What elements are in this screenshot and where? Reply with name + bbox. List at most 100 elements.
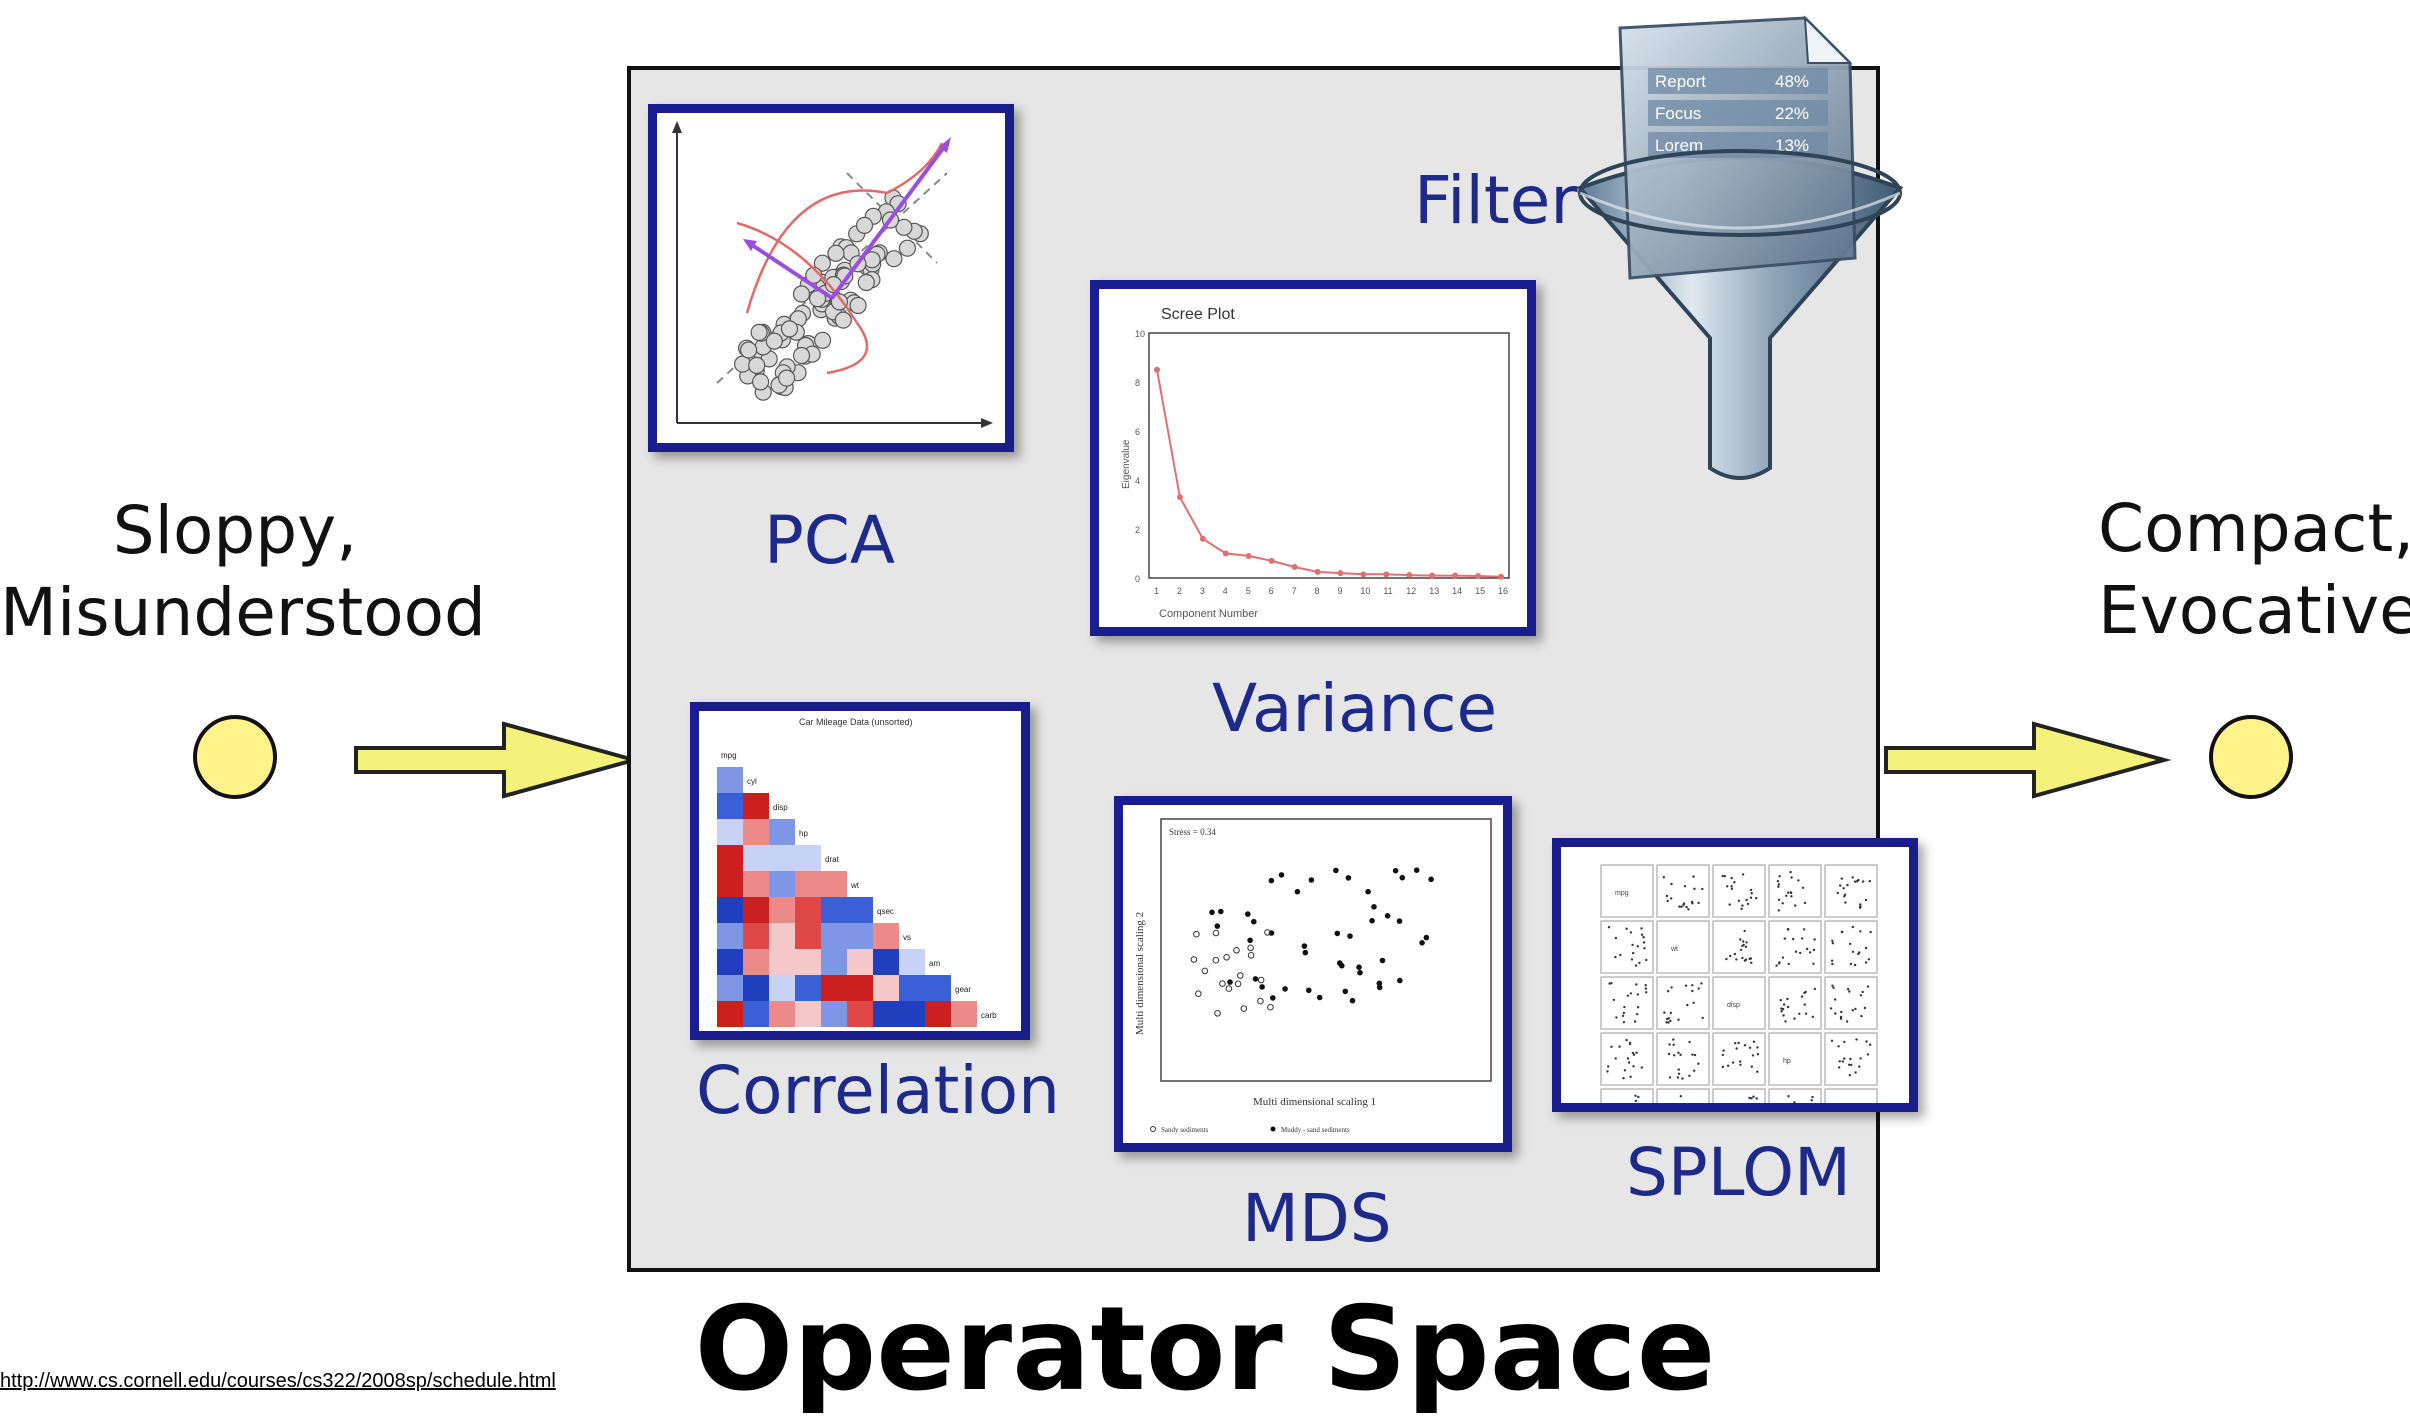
splom-point — [1665, 1021, 1668, 1024]
scree-xtick: 4 — [1223, 586, 1228, 596]
corr-cell — [743, 1001, 769, 1027]
mds-point-muddy — [1245, 911, 1251, 917]
splom-point — [1831, 939, 1834, 942]
corr-cell — [717, 845, 743, 871]
mds-point-muddy — [1268, 877, 1275, 884]
input-arrow — [354, 721, 642, 799]
splom-point — [1869, 930, 1872, 934]
doc-row-label: Focus — [1655, 104, 1701, 123]
splom-point — [1626, 1057, 1630, 1060]
scree-ytick: 4 — [1135, 476, 1140, 486]
pca-card[interactable] — [648, 104, 1014, 452]
splom-point — [1721, 1053, 1724, 1057]
corr-var-label: hp — [799, 829, 808, 838]
splom-point — [1682, 904, 1685, 907]
scree-point — [1406, 572, 1413, 579]
corr-cell — [769, 975, 795, 1001]
splom-point — [1750, 961, 1753, 964]
corr-cell — [795, 845, 821, 871]
splom-point — [1780, 1010, 1783, 1013]
splom-point — [1859, 930, 1862, 933]
splom-point — [1628, 1042, 1632, 1046]
splom-point — [1634, 1094, 1637, 1097]
scree-point — [1222, 550, 1229, 557]
splom-label: SPLOM — [1626, 1134, 1852, 1211]
mds-point-muddy — [1339, 962, 1345, 969]
scree-xtick: 2 — [1177, 586, 1182, 596]
splom-card[interactable]: mpgwtdisphpqsec — [1552, 838, 1918, 1112]
mds-point-muddy — [1397, 977, 1403, 984]
output-arrow — [1884, 721, 2172, 799]
splom-point — [1697, 987, 1700, 990]
splom-point — [1748, 1096, 1751, 1100]
splom-point — [1803, 901, 1807, 905]
scree-point — [1314, 568, 1321, 575]
splom-point — [1612, 998, 1616, 1002]
splom-point — [1790, 876, 1793, 879]
mds-ylabel: Multi dimensional scaling 2 — [1134, 912, 1146, 1035]
corr-cell — [717, 793, 743, 819]
correlation-title: Car Mileage Data (unsorted) — [799, 717, 913, 727]
splom-point — [1775, 964, 1778, 967]
splom-point — [1750, 1097, 1753, 1100]
splom-point — [1849, 962, 1853, 966]
splom-point — [1786, 997, 1789, 1001]
corr-cell — [717, 897, 743, 923]
pca-point — [857, 273, 875, 292]
splom-point — [1730, 876, 1733, 880]
corr-cell — [821, 871, 847, 897]
mds-point-muddy — [1399, 874, 1406, 881]
splom-point — [1635, 983, 1638, 986]
splom-point — [1636, 993, 1639, 996]
splom-point — [1848, 942, 1852, 946]
mds-point-muddy — [1282, 986, 1288, 992]
scree-point — [1176, 494, 1183, 501]
splom-point — [1688, 1074, 1691, 1077]
splom-point — [1744, 945, 1748, 948]
corr-cell — [899, 949, 925, 975]
corr-var-label: drat — [825, 855, 840, 864]
splom-point — [1794, 904, 1797, 907]
mds-point-muddy — [1308, 877, 1315, 883]
splom-point — [1849, 1057, 1852, 1061]
corr-cell — [717, 923, 743, 949]
corr-cell — [899, 975, 925, 1001]
source-link[interactable]: http://www.cs.cornell.edu/courses/cs322/… — [0, 1370, 556, 1392]
scree-xtick: 10 — [1360, 586, 1370, 596]
splom-point — [1666, 1017, 1669, 1021]
corr-cell — [795, 975, 821, 1001]
splom-point — [1750, 1065, 1753, 1068]
mds-point-sandy — [1267, 1003, 1274, 1011]
mds-point-sandy — [1212, 956, 1220, 964]
mds-card[interactable]: Stress = 0.34 Multi dimensional scaling … — [1114, 796, 1512, 1152]
splom-point — [1840, 877, 1843, 880]
corr-cell — [951, 1001, 977, 1027]
mds-point-sandy — [1247, 952, 1255, 959]
scree-point — [1360, 571, 1367, 578]
corr-cell — [821, 949, 847, 975]
splom-point — [1785, 894, 1788, 897]
splom-point — [1850, 1063, 1853, 1067]
mds-point-sandy — [1234, 980, 1242, 988]
splom-point — [1683, 885, 1687, 888]
scree-point — [1452, 572, 1459, 579]
splom-point — [1726, 885, 1729, 888]
splom-point — [1801, 886, 1805, 889]
mds-point-muddy — [1334, 930, 1341, 937]
mds-point-muddy — [1227, 979, 1233, 985]
corr-cell — [717, 975, 743, 1001]
corr-cell — [717, 871, 743, 897]
mds-point-sandy — [1201, 967, 1209, 975]
splom-point — [1857, 878, 1860, 882]
mds-point-sandy — [1225, 985, 1233, 992]
corr-var-label: vs — [903, 933, 911, 942]
filter-label: Filter — [1414, 162, 1578, 239]
splom-point — [1610, 1045, 1613, 1048]
mds-point-muddy — [1356, 964, 1362, 970]
input-label-line1: Sloppy, — [112, 492, 358, 569]
splom-point — [1677, 1018, 1680, 1021]
splom-point — [1868, 879, 1871, 883]
splom-point — [1808, 951, 1812, 954]
